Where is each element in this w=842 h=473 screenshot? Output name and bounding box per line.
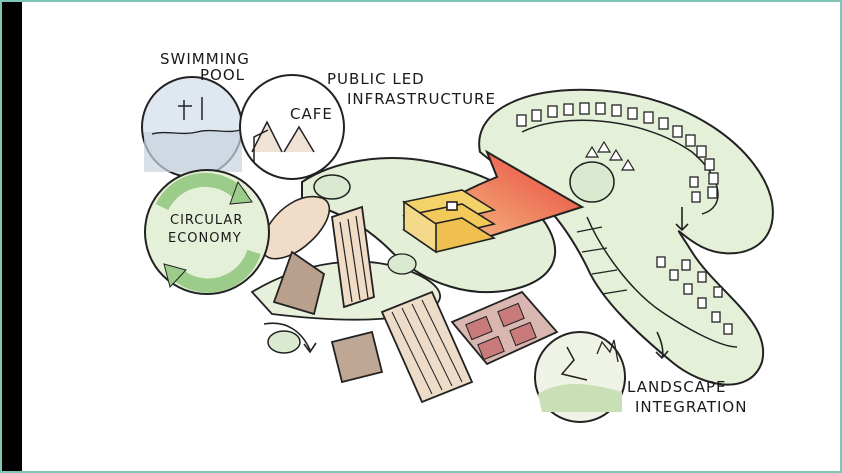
left-black-bar bbox=[2, 2, 22, 471]
circular-economy-label-line1: CIRCULAR bbox=[170, 213, 243, 228]
landscape-integration-label-line2: INTEGRATION bbox=[635, 398, 747, 416]
left-landscape bbox=[263, 195, 331, 260]
striped-building bbox=[380, 290, 474, 404]
tree-cluster bbox=[584, 140, 636, 171]
flow-arrow-2 bbox=[655, 331, 669, 360]
yellow-building bbox=[402, 189, 497, 254]
circular-economy-label-line2: ECONOMY bbox=[168, 231, 242, 246]
swimming-pool-label-line1: SWIMMING bbox=[160, 50, 250, 68]
landscape-integration-label-line1: LANDSCAPE bbox=[627, 378, 727, 396]
swimming-pool-label-line2: POOL bbox=[200, 66, 245, 84]
brown-block bbox=[330, 330, 384, 384]
green-blob-2 bbox=[313, 174, 351, 200]
brown-pyramid bbox=[272, 250, 326, 316]
curved-arrow bbox=[263, 322, 317, 354]
loop-pods bbox=[516, 102, 733, 335]
green-blob-4 bbox=[387, 253, 417, 275]
swimming-pool-vignette bbox=[141, 76, 243, 178]
landscape-integration-vignette bbox=[534, 331, 626, 423]
cafe-label: CAFE bbox=[290, 105, 333, 123]
flow-arrow-1 bbox=[675, 207, 689, 232]
landscape-loop bbox=[478, 88, 774, 386]
public-led-label-line1: PUBLIC LED bbox=[327, 70, 425, 88]
masterplan-sketch: SWIMMING POOL PUBLIC LED INFRASTRUCTURE … bbox=[141, 50, 774, 423]
cafe-vignette bbox=[239, 74, 345, 180]
tower-building bbox=[331, 205, 375, 309]
pink-roof-building bbox=[450, 290, 559, 366]
green-blob-1 bbox=[569, 161, 615, 203]
circular-economy-vignette bbox=[144, 169, 270, 295]
stepped-path bbox=[576, 226, 628, 295]
green-blob-3 bbox=[267, 330, 301, 354]
public-led-label-line2: INFRASTRUCTURE bbox=[347, 90, 496, 108]
